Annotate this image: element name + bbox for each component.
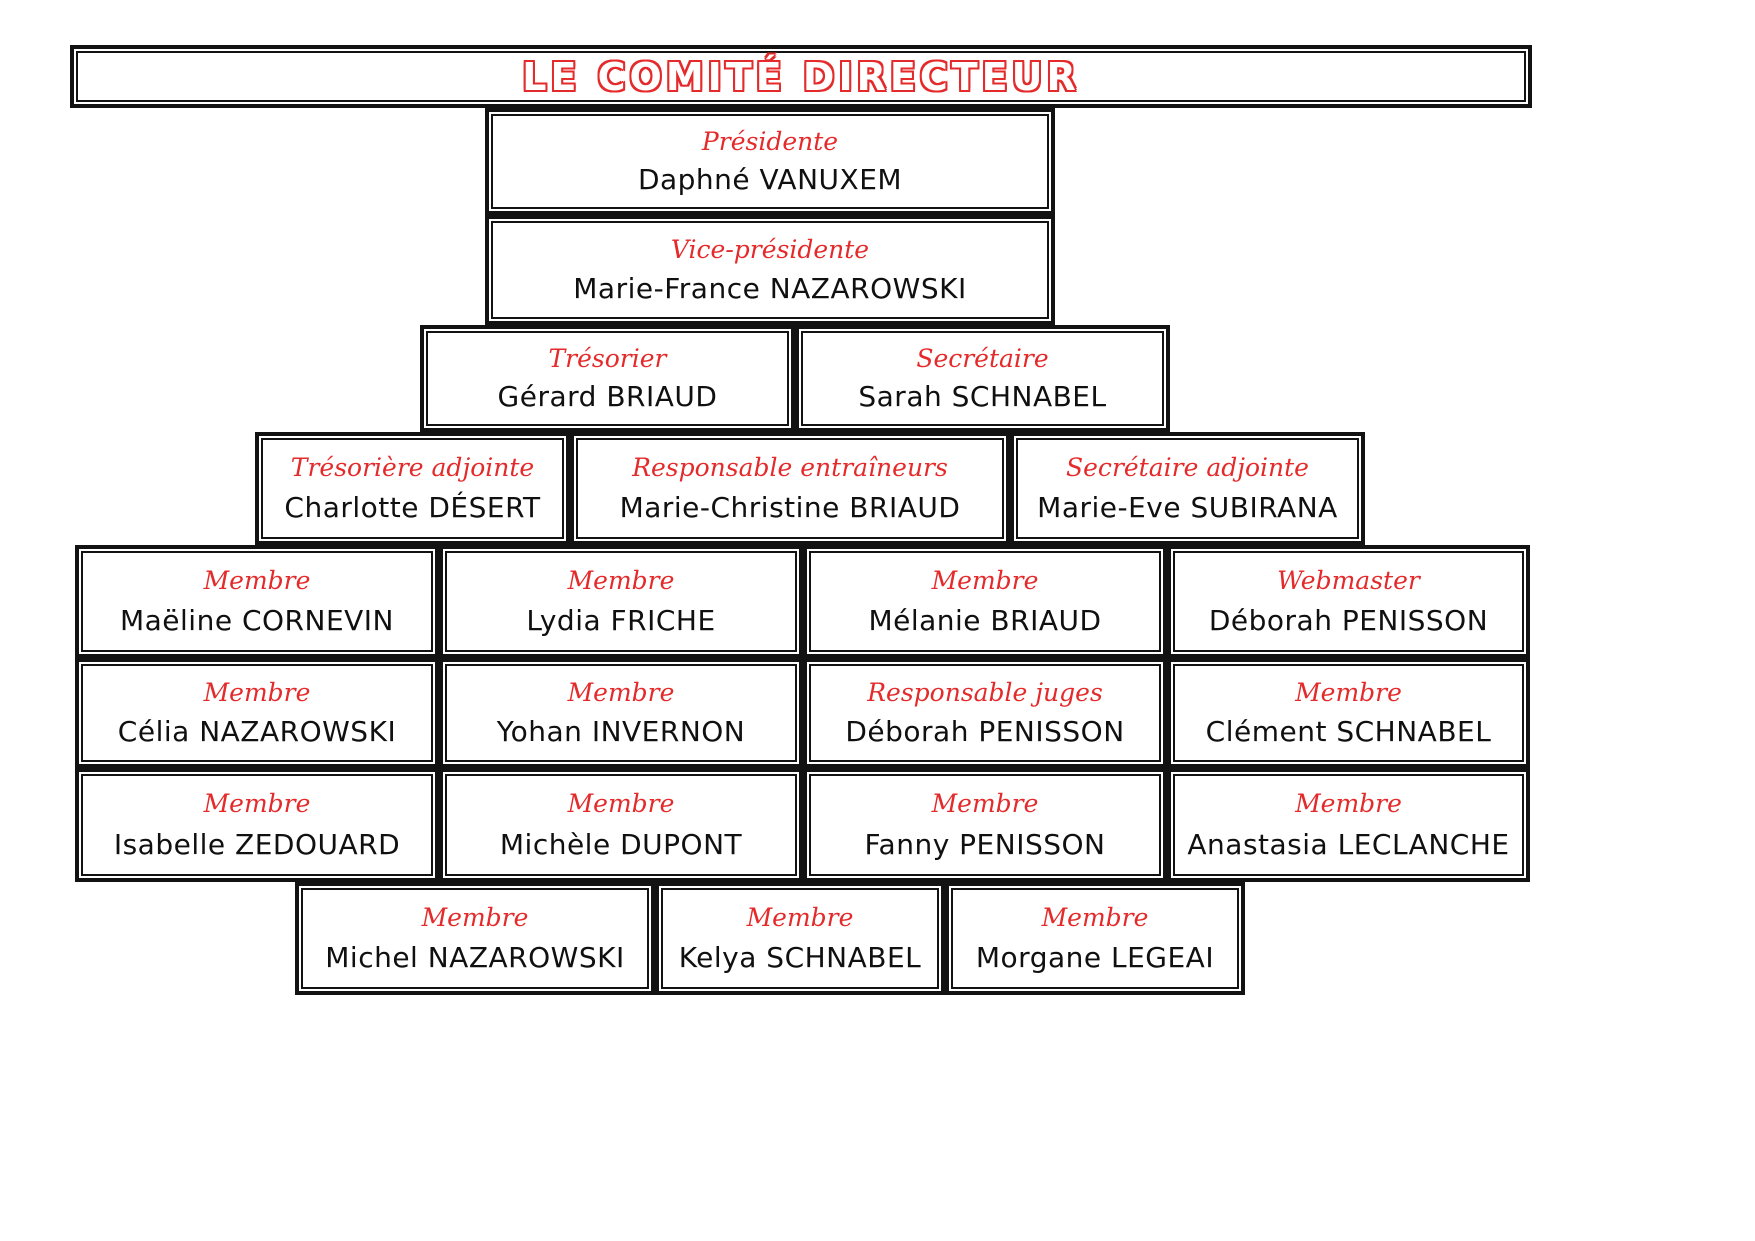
person-name: Maëline CORNEVIN [119, 604, 394, 638]
person-name: Isabelle ZEDOUARD [113, 828, 401, 861]
box-membre-maeline-cornevin: Membre Maëline CORNEVIN [75, 545, 439, 658]
person-name: Mélanie BRIAUD [868, 604, 1102, 638]
role-label: Membre [746, 902, 854, 932]
box-membre-michele-dupont: Membre Michèle DUPONT [439, 768, 803, 882]
box-membre-clement-schnabel: Membre Clément SCHNABEL [1167, 658, 1530, 768]
role-label: Vice-présidente [670, 234, 870, 264]
box-secretaire: Secrétaire Sarah SCHNABEL [795, 325, 1170, 432]
person-name: Michèle DUPONT [499, 828, 743, 861]
role-label: Secrétaire adjointe [1066, 452, 1309, 482]
person-name: Morgane LEGEAI [975, 941, 1215, 975]
person-name: Daphné VANUXEM [637, 163, 903, 197]
person-name: Clément SCHNABEL [1205, 715, 1492, 749]
role-label: Membre [567, 677, 675, 707]
person-name: Charlotte DÉSERT [284, 491, 541, 525]
role-label: Membre [931, 565, 1039, 595]
role-label: Membre [203, 565, 311, 595]
box-membre-michel-nazarowski: Membre Michel NAZAROWSKI [295, 882, 655, 995]
role-label: Membre [1041, 902, 1149, 932]
box-membre-isabelle-zedouard: Membre Isabelle ZEDOUARD [75, 768, 439, 882]
role-label: Membre [1295, 789, 1402, 818]
role-label: Membre [421, 902, 529, 932]
role-label: Membre [567, 789, 675, 818]
role-label: Webmaster [1277, 565, 1420, 595]
role-label: Responsable entraîneurs [632, 452, 948, 482]
box-membre-anastasia-leclanche: Membre Anastasia LECLANCHE [1167, 768, 1530, 882]
box-tresoriere-adjointe: Trésorière adjointe Charlotte DÉSERT [255, 432, 570, 545]
box-vice-presidente: Vice-présidente Marie-France NAZAROWSKI [485, 215, 1055, 325]
person-name: Déborah PENISSON [845, 715, 1125, 749]
role-label: Membre [203, 789, 311, 818]
box-responsable-juges: Responsable juges Déborah PENISSON [803, 658, 1167, 768]
role-label: Trésorière adjointe [290, 452, 535, 482]
box-responsable-entraineurs: Responsable entraîneurs Marie-Christine … [570, 432, 1010, 545]
role-label: Membre [203, 677, 311, 707]
box-membre-yohan-invernon: Membre Yohan INVERNON [439, 658, 803, 768]
role-label: Membre [931, 789, 1039, 818]
box-membre-fanny-penisson: Membre Fanny PENISSON [803, 768, 1167, 882]
person-name: Marie-France NAZAROWSKI [573, 272, 967, 306]
person-name: Marie-Eve SUBIRANA [1037, 491, 1338, 525]
role-label: Membre [567, 565, 675, 595]
person-name: Célia NAZAROWSKI [117, 715, 397, 749]
role-label: Responsable juges [867, 677, 1103, 707]
box-webmaster-deborah-penisson: Webmaster Déborah PENISSON [1167, 545, 1530, 658]
title-banner: LE COMITÉ DIRECTEUR [70, 45, 1532, 108]
role-label: Secrétaire [916, 343, 1049, 373]
role-label: Membre [1295, 677, 1402, 707]
title-banner-frame: LE COMITÉ DIRECTEUR [76, 51, 1526, 102]
person-name: Marie-Christine BRIAUD [619, 491, 961, 525]
person-name: Yohan INVERNON [496, 715, 746, 749]
box-membre-morgane-legeai: Membre Morgane LEGEAI [945, 882, 1245, 995]
box-tresorier: Trésorier Gérard BRIAUD [420, 325, 795, 432]
person-name: Michel NAZAROWSKI [325, 941, 625, 975]
role-label: Trésorier [548, 343, 667, 373]
box-membre-kelya-schnabel: Membre Kelya SCHNABEL [655, 882, 945, 995]
person-name: Sarah SCHNABEL [858, 380, 1107, 414]
box-membre-celia-nazarowski: Membre Célia NAZAROWSKI [75, 658, 439, 768]
person-name: Fanny PENISSON [864, 828, 1106, 861]
box-membre-lydia-friche: Membre Lydia FRICHE [439, 545, 803, 658]
person-name: Déborah PENISSON [1208, 604, 1489, 638]
person-name: Anastasia LECLANCHE [1187, 828, 1510, 861]
role-label: Présidente [701, 126, 839, 156]
page-title: LE COMITÉ DIRECTEUR [522, 54, 1080, 99]
box-membre-melanie-briaud: Membre Mélanie BRIAUD [803, 545, 1167, 658]
box-presidente: Présidente Daphné VANUXEM [485, 108, 1055, 215]
person-name: Kelya SCHNABEL [678, 941, 922, 975]
person-name: Lydia FRICHE [526, 604, 716, 638]
box-secretaire-adjointe: Secrétaire adjointe Marie-Eve SUBIRANA [1010, 432, 1365, 545]
person-name: Gérard BRIAUD [497, 380, 718, 414]
